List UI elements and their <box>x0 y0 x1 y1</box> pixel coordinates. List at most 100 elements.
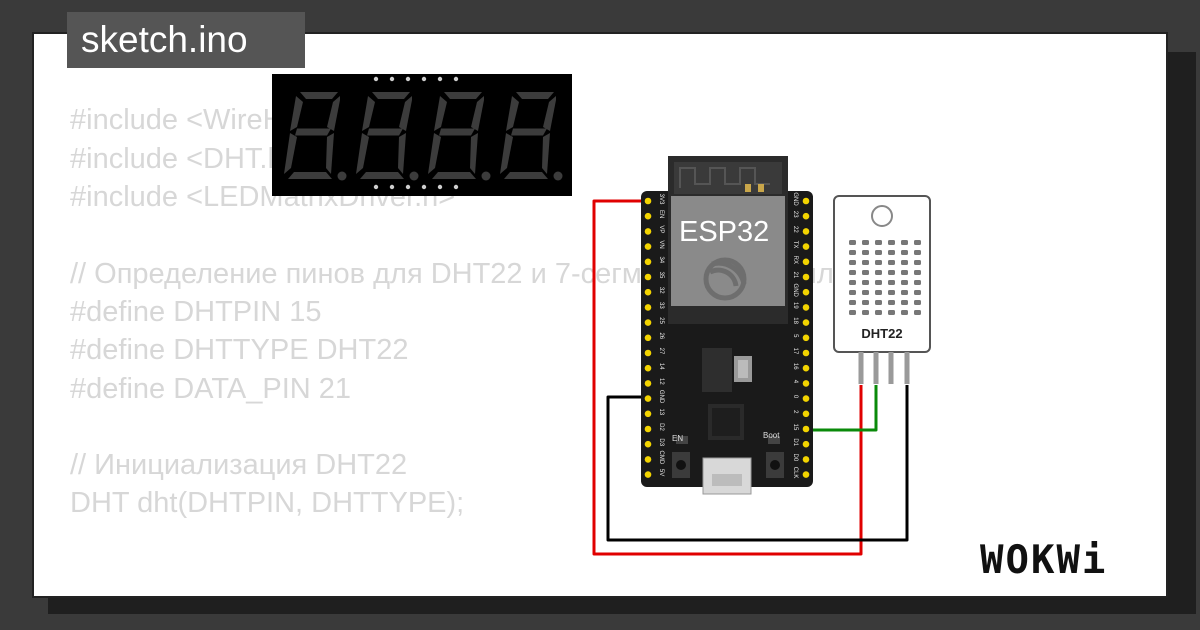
header-pin[interactable] <box>802 197 810 205</box>
header-pin[interactable] <box>802 319 810 326</box>
data-wire[interactable] <box>805 385 878 432</box>
header-pin[interactable] <box>644 349 652 357</box>
file-tab[interactable]: sketch.ino <box>67 12 305 68</box>
pin-label: CMD <box>658 451 664 465</box>
header-pin[interactable] <box>802 288 810 296</box>
header-pin[interactable] <box>802 456 810 463</box>
header-pin[interactable] <box>644 243 652 250</box>
pin-label: 19 <box>792 302 798 309</box>
preview-card <box>32 32 1168 598</box>
vent-slot <box>875 260 882 265</box>
en-label: EN <box>672 434 683 443</box>
vent-slot <box>888 290 895 295</box>
vent-slot <box>914 240 921 245</box>
vent-slot <box>862 250 869 255</box>
pin-label: TX <box>792 241 798 249</box>
vent-slot <box>888 250 895 255</box>
header-pin[interactable] <box>802 380 810 387</box>
header-pin[interactable] <box>644 319 652 326</box>
pin-label: 5V <box>658 469 664 476</box>
header-pin[interactable] <box>644 364 652 372</box>
header-pin[interactable] <box>802 212 810 220</box>
display-pin <box>405 76 411 82</box>
pin-label: GND <box>658 390 664 404</box>
display-pin <box>405 184 411 190</box>
pin-label: 32 <box>658 287 664 294</box>
vent-slot <box>849 260 856 265</box>
power-wire[interactable] <box>592 199 863 556</box>
header-pin[interactable] <box>644 410 652 418</box>
header-pin[interactable] <box>802 258 810 266</box>
display-pin <box>437 76 443 82</box>
vent-slot <box>901 260 908 265</box>
esp32-board[interactable]: ESP32 EN Boot 3V3ENVPVN34353233252627141… <box>641 156 813 495</box>
pin-label: D1 <box>792 438 798 446</box>
header-pin[interactable] <box>802 349 810 357</box>
header-pin[interactable] <box>644 334 652 342</box>
display-pin <box>421 184 427 190</box>
pin-label: 35 <box>658 272 664 279</box>
header-pin[interactable] <box>644 288 652 296</box>
pin-label: 25 <box>658 317 664 324</box>
display-pin <box>421 76 427 82</box>
ground-wire[interactable] <box>606 385 909 542</box>
header-pin[interactable] <box>644 258 652 266</box>
code-line: #define DHTTYPE DHT22 <box>70 334 409 366</box>
header-pin[interactable] <box>644 395 652 402</box>
vent-slot <box>849 270 856 275</box>
header-pin[interactable] <box>802 364 810 372</box>
wokwi-logo[interactable]: WOKWi <box>976 536 1148 582</box>
pin-label: 26 <box>658 332 664 339</box>
digit-3 <box>428 92 491 181</box>
seven-segment-display[interactable] <box>272 74 572 196</box>
pin-label: 18 <box>792 317 798 324</box>
header-pin[interactable] <box>644 456 652 463</box>
vent-slot <box>901 240 908 245</box>
pin-label: 16 <box>792 363 798 370</box>
header-pin[interactable] <box>802 304 810 311</box>
dht22-label: DHT22 <box>861 326 902 341</box>
header-pin[interactable] <box>802 440 810 448</box>
header-pin[interactable] <box>644 273 652 281</box>
code-line: DHT dht(DHTPIN, DHTTYPE); <box>70 487 465 519</box>
pin-label: 33 <box>658 302 664 309</box>
header-pin[interactable] <box>802 273 810 281</box>
header-pin[interactable] <box>644 471 652 478</box>
header-pin[interactable] <box>802 425 810 433</box>
header-pin[interactable] <box>802 410 810 418</box>
pin-label: 34 <box>658 256 664 263</box>
header-pin[interactable] <box>644 197 652 205</box>
vent-slot <box>888 260 895 265</box>
vent-slot <box>888 310 895 315</box>
vent-slot <box>914 250 921 255</box>
header-pin[interactable] <box>644 380 652 387</box>
pin-label: 12 <box>658 378 664 385</box>
header-pin[interactable] <box>802 243 810 250</box>
header-pin[interactable] <box>644 304 652 311</box>
vent-slot <box>862 260 869 265</box>
pin-label: 17 <box>792 348 798 355</box>
vent-slot <box>901 270 908 275</box>
pin-label: D0 <box>792 454 798 462</box>
pin-label: 3V3 <box>658 194 664 205</box>
vent-slot <box>862 270 869 275</box>
header-pin[interactable] <box>802 228 810 235</box>
esp32-label: ESP32 <box>679 216 769 248</box>
header-pin[interactable] <box>802 395 810 402</box>
vent-slot <box>888 240 895 245</box>
header-pin[interactable] <box>644 228 652 235</box>
vent-slot <box>849 290 856 295</box>
header-pin[interactable] <box>644 425 652 433</box>
header-pin[interactable] <box>644 440 652 448</box>
vent-slot <box>914 300 921 305</box>
header-pin[interactable] <box>644 212 652 220</box>
header-pin[interactable] <box>802 334 810 342</box>
vent-slot <box>914 260 921 265</box>
code-line: #define DATA_PIN 21 <box>70 373 352 405</box>
header-pin[interactable] <box>802 471 810 478</box>
sensor-pins <box>858 352 910 384</box>
esp32-pin-headers: 3V3ENVPVN343532332526271412GND13D2D3CMD5… <box>644 192 810 478</box>
dht22-sensor[interactable]: DHT22 <box>833 195 931 384</box>
vent-slot <box>862 290 869 295</box>
display-pin <box>453 76 459 82</box>
